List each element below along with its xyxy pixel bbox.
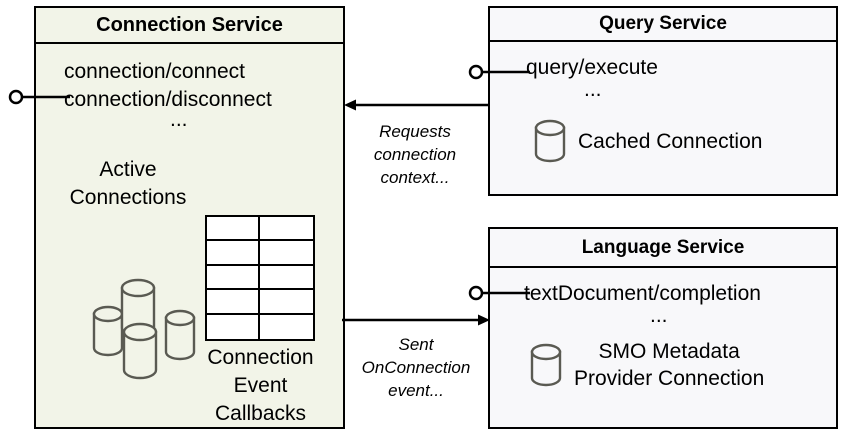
component-query-service[interactable]: Query Service query/execute ... Cached C… [488, 6, 838, 196]
database-cylinder-icon [534, 119, 566, 163]
query-service-title: Query Service [490, 8, 836, 42]
database-cluster-icon [92, 278, 196, 380]
lollipop-icon-query-interface[interactable] [466, 59, 536, 85]
language-service-body: textDocument/completion ... SMO Metadata… [490, 268, 836, 427]
smo-metadata-provider-label: SMO Metadata Provider Connection [574, 340, 765, 390]
connection-event-callbacks-label: Connection Event Callbacks [207, 346, 314, 425]
api-connect: connection/connect [64, 60, 245, 83]
language-service-ellipsis: ... [650, 304, 668, 327]
table-cell [260, 241, 313, 266]
cached-connection-label: Cached Connection [578, 129, 763, 153]
lollipop-icon-language-interface[interactable] [466, 280, 536, 306]
arrow-requests-connection-context [344, 99, 490, 111]
connection-service-ellipsis: ... [170, 108, 188, 131]
table-cell [260, 217, 313, 242]
active-connections-label: Active Connections [69, 158, 187, 209]
query-service-resource: Cached Connection [532, 116, 762, 166]
component-language-service[interactable]: Language Service textDocument/completion… [488, 227, 838, 429]
query-service-ellipsis: ... [584, 78, 602, 101]
table-cell [260, 314, 313, 339]
language-service-api: textDocument/completion [524, 282, 761, 305]
table-cell [207, 265, 260, 291]
language-service-resource: SMO Metadata Provider Connection [528, 338, 764, 392]
table-grid-icon [205, 215, 315, 341]
table-cell [207, 290, 260, 315]
connection-service-api-list: connection/connect connection/disconnect [64, 58, 272, 114]
table-cell [260, 265, 313, 291]
database-cylinder-icon [530, 343, 562, 387]
connection-service-body: connection/connect connection/disconnect… [36, 44, 343, 427]
arrow-label-sent: Sent OnConnection event... [361, 335, 471, 400]
lollipop-icon-connection-interface[interactable] [6, 84, 76, 110]
language-service-title: Language Service [490, 229, 836, 268]
table-cell [260, 290, 313, 315]
query-service-api: query/execute [526, 56, 658, 79]
query-service-body: query/execute ... Cached Connection [490, 42, 836, 194]
api-disconnect: connection/disconnect [64, 88, 272, 111]
connection-service-title: Connection Service [36, 8, 343, 44]
table-cell [207, 241, 260, 266]
arrow-label-requests: Requests connection context... [373, 122, 457, 187]
table-cell [207, 217, 260, 242]
component-connection-service[interactable]: Connection Service connection/connect co… [34, 6, 345, 429]
arrow-sent-onconnection-event [342, 314, 490, 326]
table-cell [207, 314, 260, 339]
